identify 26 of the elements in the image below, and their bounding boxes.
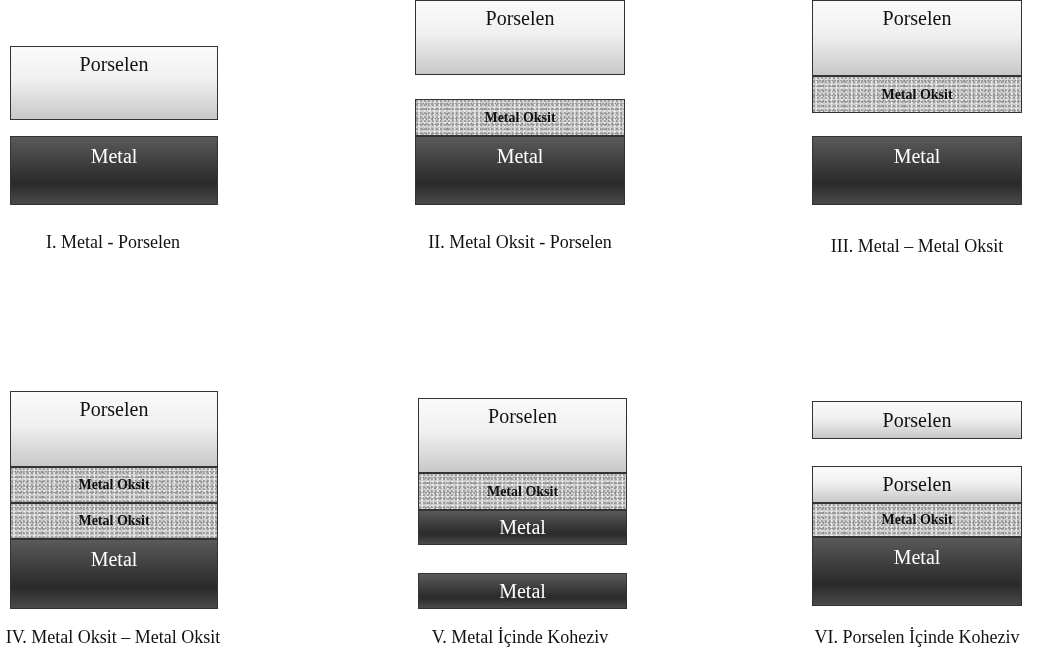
caption: VI. Porselen İçinde Koheziv [814,627,1020,648]
caption: III. Metal – Metal Oksit [830,236,1004,257]
metal-layer: Metal [10,539,218,609]
metal-oxide-layer: Metal Oksit [812,503,1022,537]
metal-oxide-layer: Metal Oksit [415,99,625,136]
porcelain-layer: Porselen [812,0,1022,76]
metal-layer: Metal [812,537,1022,606]
metal-oxide-layer: Metal Oksit [812,76,1022,113]
caption: IV. Metal Oksit – Metal Oksit [5,627,221,648]
metal-layer: Metal [415,136,625,205]
porcelain-layer: Porselen [812,466,1022,503]
porcelain-layer: Porselen [812,401,1022,439]
metal-oxide-layer: Metal Oksit [10,467,218,503]
caption: II. Metal Oksit - Porselen [428,232,612,253]
metal-oxide-layer: Metal Oksit [418,473,627,510]
metal-layer: Metal [812,136,1022,205]
metal-layer: Metal [418,510,627,545]
metal-oxide-layer: Metal Oksit [10,503,218,539]
metal-layer: Metal [10,136,218,205]
porcelain-layer: Porselen [418,398,627,473]
metal-layer: Metal [418,573,627,609]
porcelain-layer: Porselen [10,46,218,120]
porcelain-layer: Porselen [10,391,218,467]
caption: V. Metal İçinde Koheziv [431,627,609,648]
porcelain-layer: Porselen [415,0,625,75]
caption: I. Metal - Porselen [46,232,180,253]
